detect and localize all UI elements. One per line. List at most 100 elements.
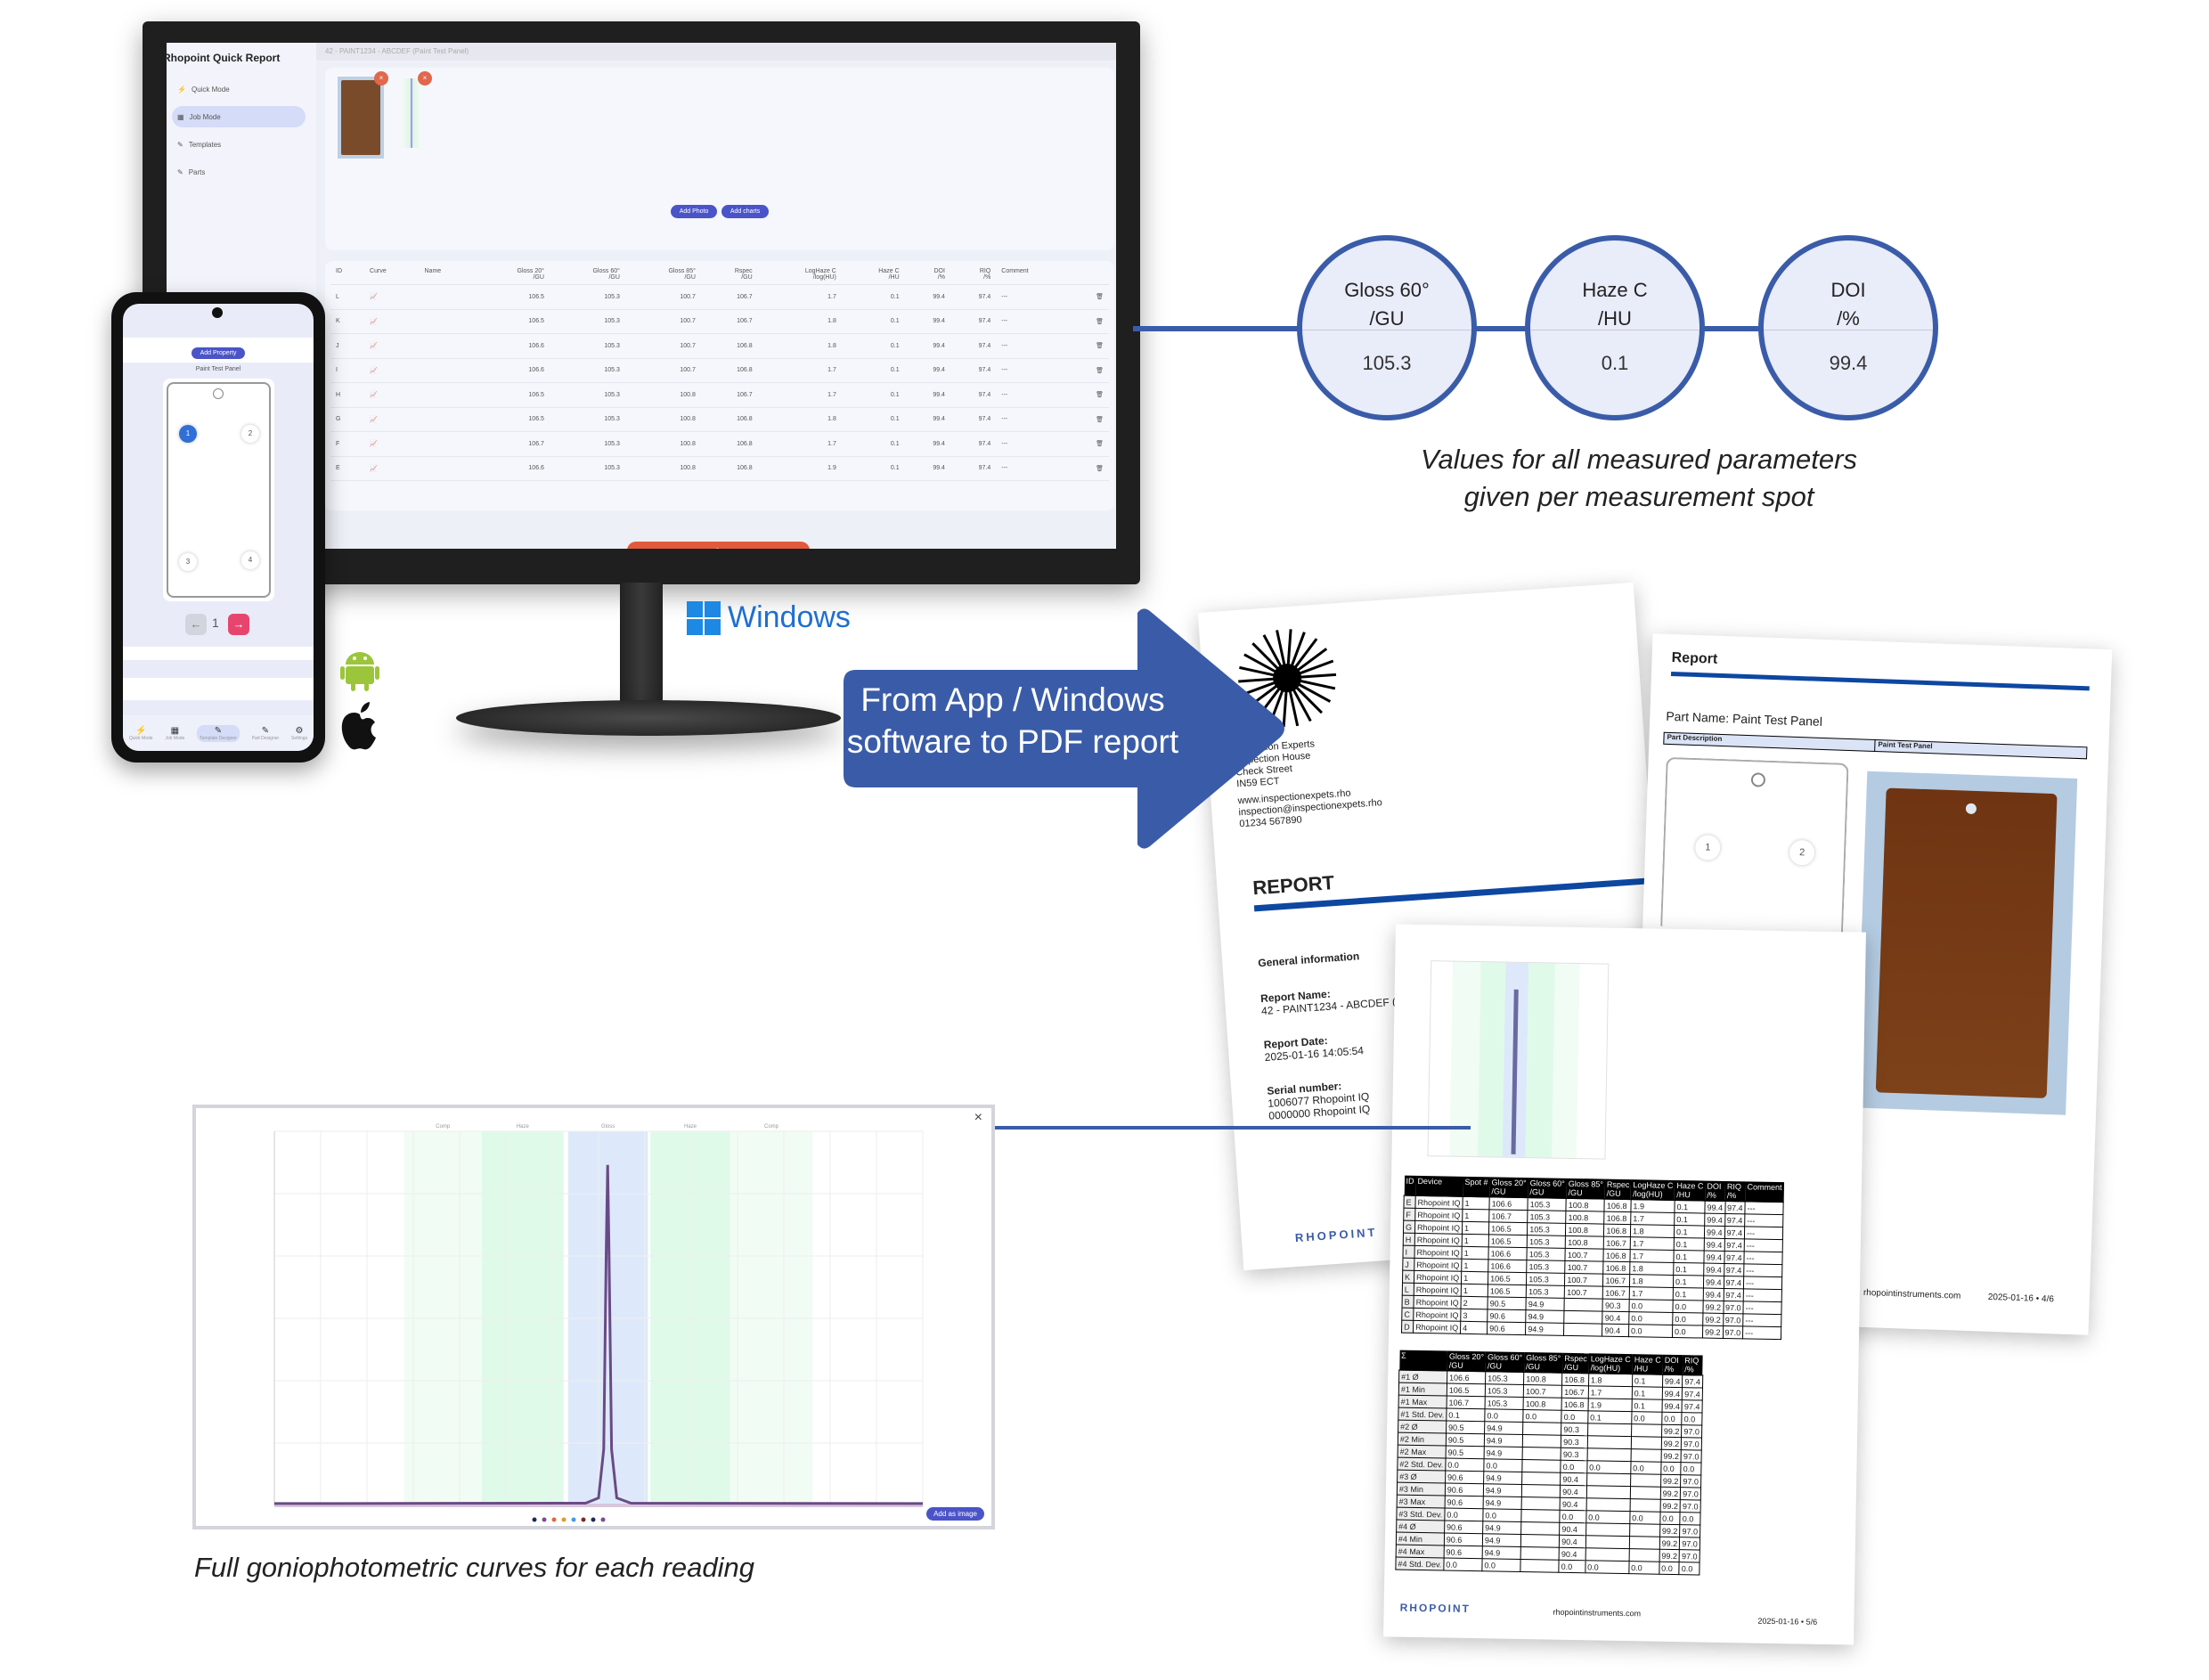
legend-marker[interactable]	[532, 1517, 537, 1522]
curve-icon[interactable]: 📈	[364, 431, 420, 457]
table-cell: 0.0	[1661, 1412, 1683, 1425]
table-cell: 0.1	[1632, 1374, 1663, 1388]
column-header[interactable]: Haze C /HU	[841, 265, 905, 285]
cell-name[interactable]	[419, 284, 474, 310]
column-header[interactable]: RIQ /%	[950, 265, 997, 285]
add-as-image-button[interactable]: Add as image	[926, 1507, 984, 1521]
cell-name[interactable]	[419, 382, 474, 408]
column-header[interactable]: Gloss 20° /GU	[473, 265, 550, 285]
legend-marker[interactable]	[561, 1517, 567, 1522]
add-property-button[interactable]: Add Property	[191, 347, 246, 359]
column-header[interactable]: DOI /%	[904, 265, 950, 285]
column-header[interactable]: LogHaze C /log(HU)	[757, 265, 842, 285]
sidebar-item-quick-mode[interactable]: ⚡Quick Mode	[172, 78, 306, 100]
table-cell: 90.4	[1559, 1535, 1586, 1548]
footer-site: rhopointinstruments.com	[1863, 1287, 1961, 1301]
table-cell: 100.8	[1566, 1198, 1605, 1212]
legend-marker[interactable]	[591, 1517, 596, 1522]
column-header[interactable]: Name	[419, 265, 474, 285]
sidebar-item-templates[interactable]: ✎Templates	[172, 134, 306, 155]
trash-icon[interactable]: 🗑	[1072, 358, 1109, 383]
remove-photo-icon[interactable]: ×	[374, 71, 388, 86]
spot-2[interactable]: 2	[241, 425, 259, 443]
cell-name[interactable]	[419, 407, 474, 432]
delete-button[interactable]: Delete	[627, 542, 810, 549]
spot-3[interactable]: 3	[179, 553, 197, 571]
nav-template-designer[interactable]: ✎Template Designer	[197, 724, 240, 742]
table-cell: 97.4	[950, 333, 997, 359]
trash-icon[interactable]: 🗑	[1072, 407, 1109, 432]
nav-icon: ✎	[261, 725, 270, 736]
spot-4[interactable]: 4	[241, 551, 259, 569]
trash-icon[interactable]: 🗑	[1072, 333, 1109, 359]
table-cell: 94.9	[1483, 1483, 1522, 1497]
curve-icon[interactable]: 📈	[364, 456, 420, 481]
legend-marker[interactable]	[581, 1517, 586, 1522]
cell-name[interactable]	[419, 456, 474, 481]
add-photo-button[interactable]: Add Photo	[670, 205, 718, 218]
cell-name[interactable]	[419, 333, 474, 359]
curve-icon[interactable]: 📈	[364, 407, 420, 432]
column-header[interactable]: Gloss 60° /GU	[549, 265, 625, 285]
sidebar-item-parts[interactable]: ✎Parts	[172, 161, 306, 183]
curve-icon[interactable]: 📈	[364, 358, 420, 383]
curve-icon[interactable]: 📈	[364, 333, 420, 359]
table-cell	[1629, 1523, 1660, 1537]
table-cell: 0.0	[1561, 1460, 1587, 1473]
legend-marker[interactable]	[571, 1517, 576, 1522]
trash-icon[interactable]: 🗑	[1072, 456, 1109, 481]
chart-thumbnail[interactable]	[402, 78, 421, 148]
trash-icon[interactable]: 🗑	[1072, 284, 1109, 310]
table-cell: 105.3	[1528, 1197, 1567, 1211]
curve-icon[interactable]: 📈	[364, 284, 420, 310]
legend-marker[interactable]	[542, 1517, 547, 1522]
table-cell: 97.4	[950, 431, 997, 457]
sidebar-item-job-mode[interactable]: ▦Job Mode	[172, 106, 306, 127]
nav-quick-mode[interactable]: ⚡Quick Mode	[129, 726, 153, 741]
remove-chart-icon[interactable]: ×	[418, 71, 432, 86]
column-header: DOI /%	[1662, 1354, 1683, 1375]
nav-settings[interactable]: ⚙Settings	[291, 726, 307, 741]
trash-icon[interactable]: 🗑	[1072, 309, 1109, 334]
panel-photo-thumbnail[interactable]	[338, 77, 384, 159]
nav-job-mode[interactable]: ▦Job Mode	[165, 726, 184, 741]
windows-app-screen: Rhopoint Quick Report ⚡Quick Mode▦Job Mo…	[167, 43, 1116, 549]
add-charts-button[interactable]: Add charts	[721, 205, 770, 218]
cell-name[interactable]	[419, 309, 474, 334]
nav-part-designer[interactable]: ✎Part Designer	[252, 726, 280, 741]
trash-icon[interactable]: 🗑	[1072, 382, 1109, 408]
column-header[interactable]: Rspec /GU	[700, 265, 758, 285]
legend-marker[interactable]	[600, 1517, 606, 1522]
column-header[interactable]: ID	[330, 265, 365, 285]
column-header[interactable]: Comment	[996, 265, 1072, 285]
spot-1[interactable]: 1	[179, 425, 197, 443]
cell-name[interactable]	[419, 431, 474, 457]
previous-spot-button[interactable]: ←	[185, 614, 207, 635]
legend-marker[interactable]	[551, 1517, 557, 1522]
close-icon[interactable]: ×	[974, 1110, 982, 1125]
table-cell: 106.8	[1561, 1398, 1589, 1411]
next-spot-button[interactable]: →	[228, 614, 249, 635]
column-header[interactable]: Curve	[364, 265, 420, 285]
curve-icon[interactable]: 📈	[364, 309, 420, 334]
table-cell: 106.8	[1603, 1261, 1630, 1275]
cell-name[interactable]	[419, 358, 474, 383]
table-cell: 100.8	[1523, 1397, 1562, 1411]
curve-icon[interactable]: 📈	[364, 382, 420, 408]
parameter-label: Gloss 60°/GU	[1302, 276, 1471, 333]
trash-icon[interactable]: 🗑	[1072, 431, 1109, 457]
table-cell: 94.9	[1525, 1309, 1565, 1324]
part-description-value: Paint Test Panel	[1878, 740, 1933, 751]
table-cell: ---	[1742, 1325, 1781, 1340]
table-cell: 97.0	[1680, 1474, 1701, 1488]
column-header[interactable]: Gloss 85° /GU	[624, 265, 701, 285]
